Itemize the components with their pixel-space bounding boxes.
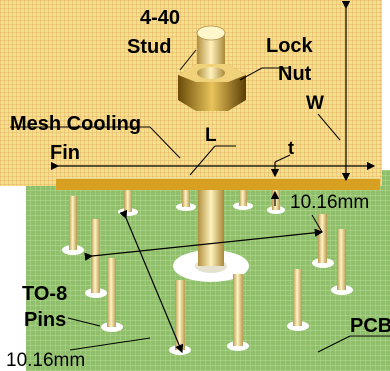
label-lock: Lock — [266, 35, 314, 57]
to8-pins-back — [118, 190, 285, 216]
lock-nut — [178, 64, 246, 111]
label-l: L — [205, 125, 217, 146]
fin-thickness-edge — [56, 178, 380, 190]
label-mesh-cooling: Mesh Cooling — [10, 113, 141, 135]
label-stud-size: 4-40 — [140, 7, 180, 29]
label-pcb: PCB — [350, 315, 390, 337]
mesh-leader — [149, 126, 181, 159]
pin-spacing-line-bottom — [119, 209, 184, 354]
label-fin: Fin — [50, 142, 80, 164]
label-spacing-right: 10.16mm — [290, 192, 369, 213]
label-stud: Stud — [127, 36, 171, 58]
label-to8: TO-8 — [22, 283, 67, 305]
label-t: t — [288, 138, 294, 158]
lock-nut-leader — [239, 67, 263, 81]
to8-leader — [67, 317, 101, 327]
stud-leader — [179, 49, 197, 71]
label-nut: Nut — [278, 63, 312, 85]
pcb-leader — [317, 335, 351, 353]
label-pins: Pins — [24, 309, 66, 331]
stud-shaft-lower — [198, 190, 224, 266]
label-w: W — [306, 93, 324, 114]
label-spacing-bottom: 10.16mm — [6, 350, 85, 371]
